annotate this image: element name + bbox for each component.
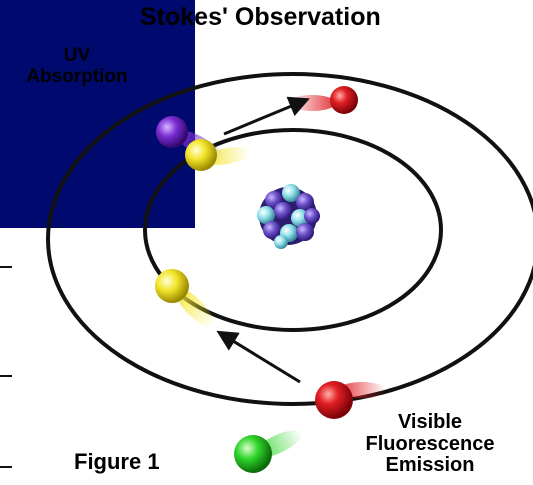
edge-dash-marks bbox=[0, 266, 12, 468]
fluorescence-emission-label: Visible Fluorescence Emission bbox=[330, 411, 530, 477]
fluorescence-emission-label-line-1: Visible bbox=[397, 411, 463, 433]
nucleus-icon bbox=[257, 184, 320, 249]
fluorescence-photon-icon bbox=[234, 430, 302, 473]
uv-absorption-label-line-1: UV bbox=[63, 45, 91, 66]
electron-icon-excited-left bbox=[155, 269, 215, 328]
fluorescence-emission-label-line-3: Emission bbox=[385, 454, 475, 477]
figure-caption: Figure 1 bbox=[74, 449, 160, 474]
uv-absorption-label: UV Absorption bbox=[18, 45, 136, 87]
fluorescence-emission-label-line-2: Fluorescence bbox=[365, 432, 495, 455]
outer-orbit bbox=[46, 72, 533, 406]
arrow-icon-relaxation bbox=[216, 330, 301, 384]
arrow-icon-excitation bbox=[223, 96, 310, 136]
electron-icon-relaxed bbox=[315, 381, 386, 419]
inner-orbit bbox=[143, 128, 443, 332]
uv-absorption-label-line-2: Absorption bbox=[26, 65, 128, 87]
electron-icon-excited-top bbox=[185, 139, 251, 171]
diagram-title: Stokes' Observation bbox=[140, 3, 381, 31]
